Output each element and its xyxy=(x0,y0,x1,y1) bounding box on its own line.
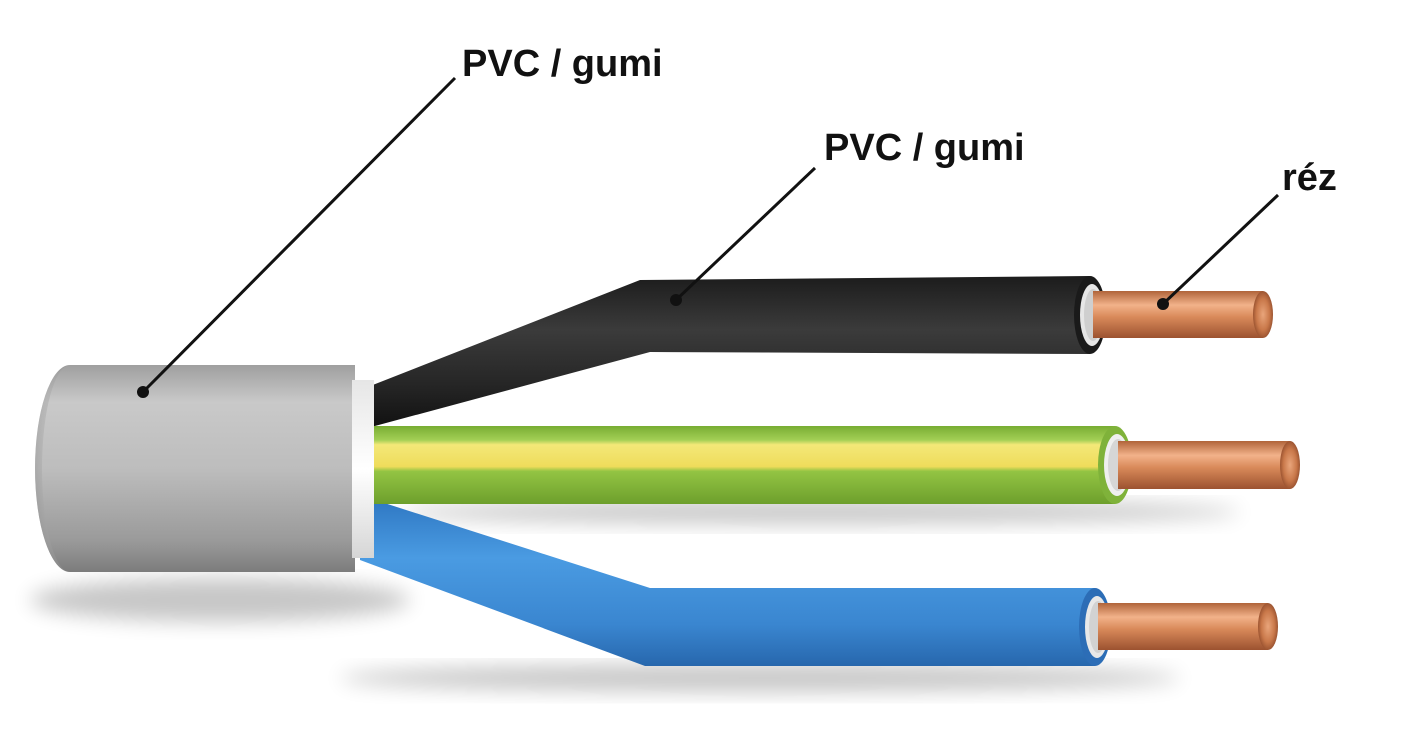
leader-dot-outer-sheath xyxy=(137,386,149,398)
shadows xyxy=(30,500,1240,692)
blue-core xyxy=(360,500,1111,666)
green-yellow-core xyxy=(360,426,1132,504)
outer-sheath xyxy=(35,365,374,572)
leader-line-outer-sheath xyxy=(141,76,457,394)
leader-line-conductor xyxy=(1161,193,1280,306)
leader-dot-core-insulation xyxy=(670,294,682,306)
copper-conductor-blue xyxy=(1098,603,1278,650)
label-core-insulation: PVC / gumi xyxy=(824,127,1025,169)
leader-lines xyxy=(137,76,1280,398)
leader-dot-conductor xyxy=(1157,298,1169,310)
black-core xyxy=(360,276,1106,430)
copper-conductor-green-yellow xyxy=(1118,441,1300,489)
copper-conductor-black xyxy=(1093,291,1273,338)
leader-line-core-insulation xyxy=(674,166,817,302)
label-outer-sheath: PVC / gumi xyxy=(462,43,663,85)
sheath-inner-collar xyxy=(352,380,374,558)
label-conductor: réz xyxy=(1282,157,1337,199)
